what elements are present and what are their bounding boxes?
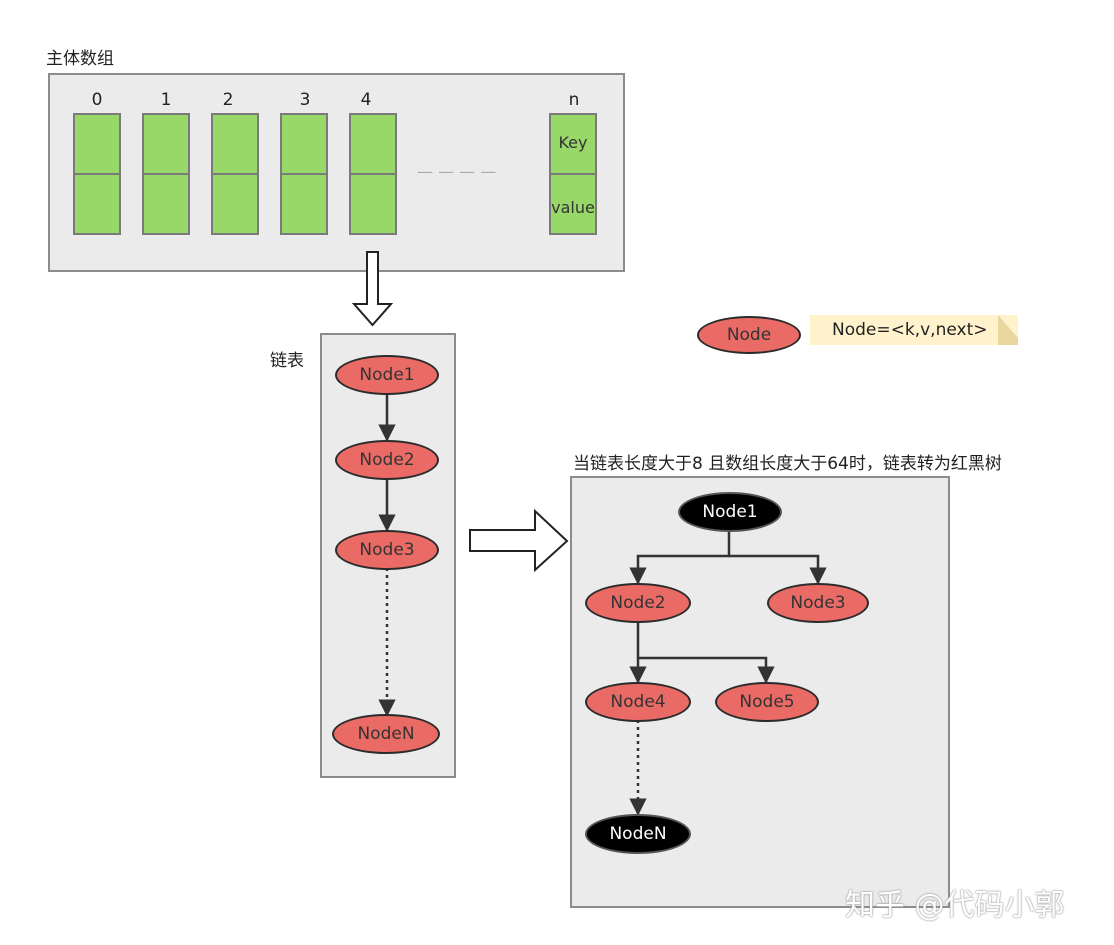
array-cell xyxy=(142,113,190,235)
right-arrow-icon xyxy=(469,508,569,573)
key-label: Key xyxy=(558,133,588,152)
tree-edge xyxy=(638,656,775,684)
tree-node-red: Node4 xyxy=(585,682,691,722)
array-index: 1 xyxy=(160,90,172,110)
array-index: 2 xyxy=(222,90,234,110)
list-title: 链表 xyxy=(270,351,304,371)
tree-node-red: Node2 xyxy=(585,583,691,623)
array-index: n xyxy=(568,90,580,110)
watermark: 知乎 @代码小郭 xyxy=(845,888,1065,923)
tree-node-red: Node3 xyxy=(767,583,869,623)
tree-node-red: Node5 xyxy=(715,682,819,722)
tree-title: 当链表长度大于8 且数组长度大于64时，链表转为红黑树 xyxy=(573,454,1002,474)
array-index: 3 xyxy=(299,90,311,110)
array-index: 0 xyxy=(91,90,103,110)
tree-node-black: NodeN xyxy=(585,814,691,854)
tree-edge xyxy=(629,530,731,585)
array-cell xyxy=(280,113,328,235)
array-title: 主体数组 xyxy=(46,49,114,69)
array-index: 4 xyxy=(360,90,372,110)
down-arrow-icon xyxy=(351,251,394,327)
value-label: value xyxy=(551,198,595,217)
list-node: Node2 xyxy=(335,440,439,480)
array-cell xyxy=(73,113,121,235)
array-cell xyxy=(349,113,397,235)
tree-edge xyxy=(729,554,827,585)
list-node: Node3 xyxy=(335,530,439,570)
list-node: NodeN xyxy=(332,714,440,754)
array-cell-n xyxy=(549,113,597,235)
tree-node-black: Node1 xyxy=(678,492,782,532)
legend-note: Node=<k,v,next> xyxy=(810,315,1018,345)
array-cell xyxy=(211,113,259,235)
list-node: Node1 xyxy=(335,355,439,395)
legend-node: Node xyxy=(697,316,801,354)
ellipsis-dashes: — — — — xyxy=(417,162,497,181)
